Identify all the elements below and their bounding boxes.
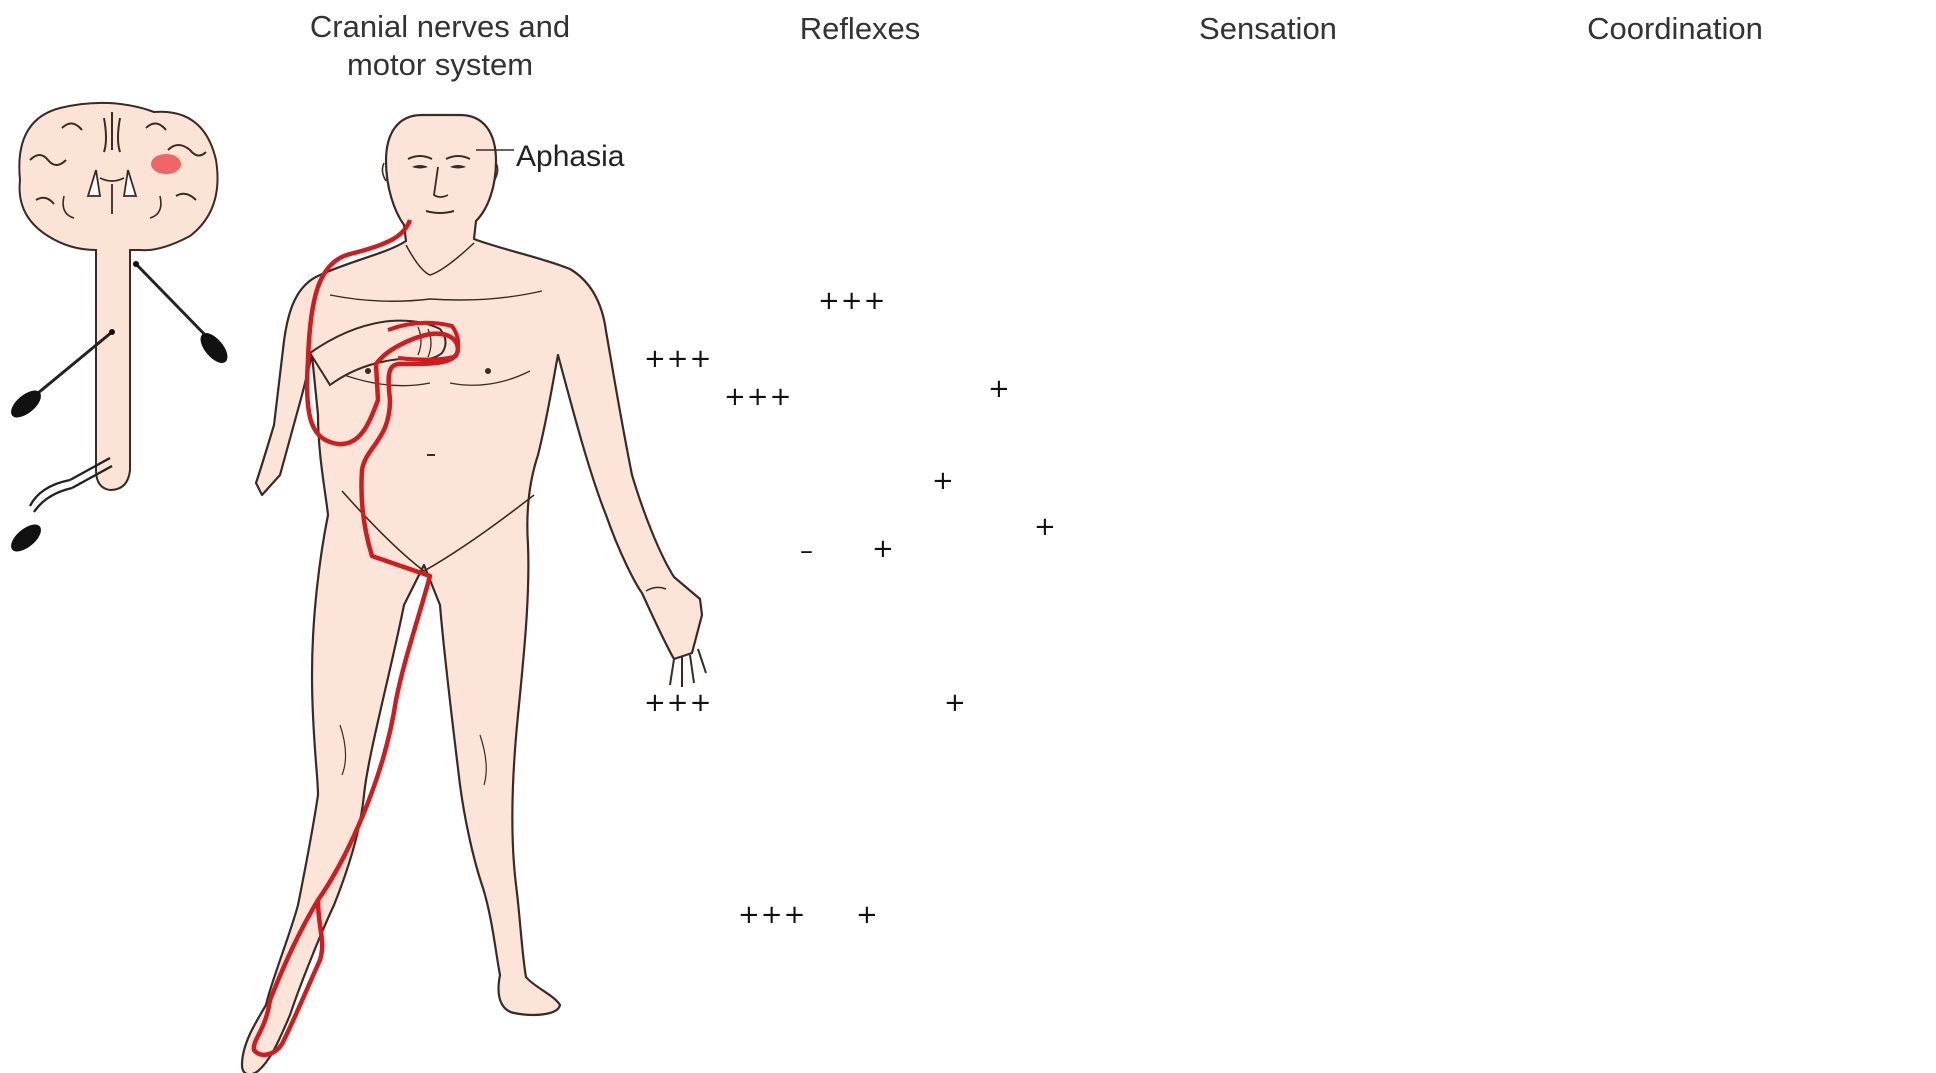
reflex-mark-abdominal-left: –: [800, 536, 814, 566]
reflex-mark-brachioradialis-right: +: [932, 466, 955, 496]
reflex-mark-biceps-left: +++: [644, 344, 712, 374]
reflex-mark-wrist-right: +: [1034, 512, 1057, 542]
reflex-mark-knee-right: +: [944, 688, 967, 718]
reflex-mark-abdominal-right: +: [872, 534, 895, 564]
brain-coronal-section: [19, 103, 217, 490]
reflex-mark-biceps-right: +: [988, 374, 1011, 404]
reflex-hammer-icon: [133, 261, 232, 368]
figure-motor: [242, 115, 706, 1073]
aphasia-label: Aphasia: [516, 140, 624, 174]
reflex-mark-ankle-right: +: [856, 900, 879, 930]
reflex-mark-triceps-left: +++: [724, 382, 792, 412]
reflex-mark-knee-left: +++: [644, 688, 712, 718]
reflex-mark-ankle-left: +++: [738, 900, 806, 930]
reflex-mark-abdominal-upper: +++: [818, 286, 886, 316]
lesion-marker: [151, 154, 181, 174]
